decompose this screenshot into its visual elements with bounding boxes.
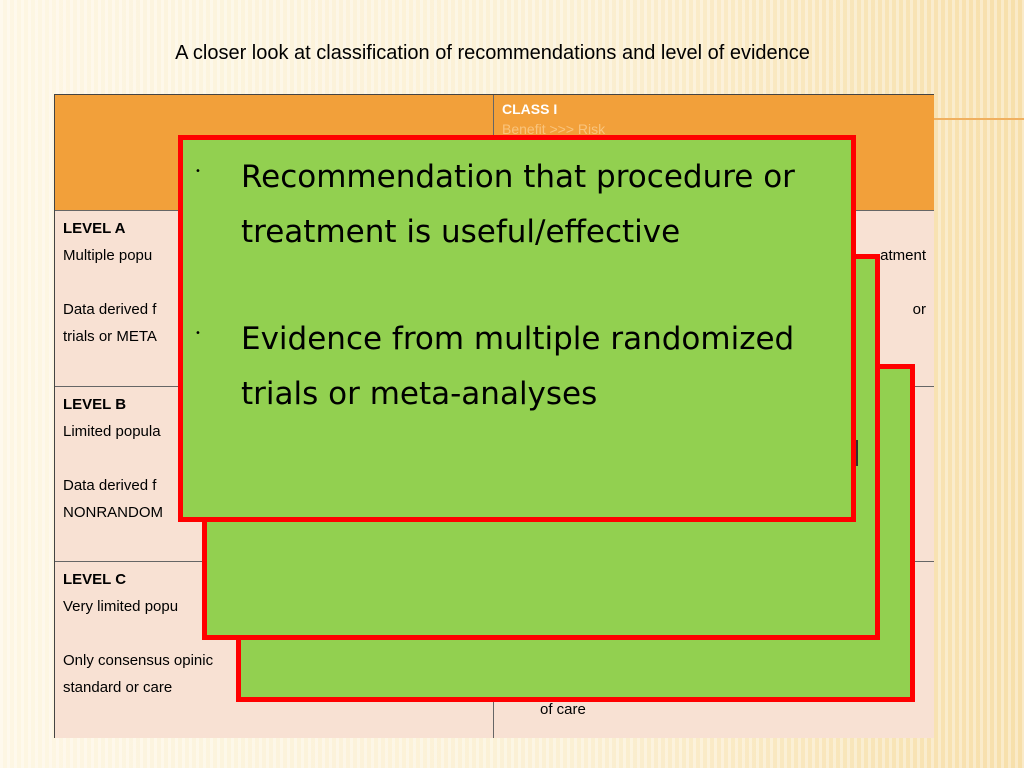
level-a-line-2: Data derived f xyxy=(63,301,157,318)
overlay-bullet-1-text: Recommendation that procedure or treatme… xyxy=(241,159,795,250)
level-b-line-2: Data derived f xyxy=(63,477,157,494)
level-c-label: LEVEL C xyxy=(63,571,127,588)
class-sub-label: Benefit >>> Risk xyxy=(502,121,606,137)
overlay-box-front: • Recommendation that procedure or treat… xyxy=(178,135,856,522)
decorative-accent-line xyxy=(934,118,1024,120)
bullet-dot-icon: • xyxy=(195,328,201,339)
level-a-line-3: trials or META xyxy=(63,328,157,345)
level-a-line-1: Multiple popu xyxy=(63,247,153,264)
slide-title: A closer look at classification of recom… xyxy=(175,42,810,64)
level-c-right-text: of care xyxy=(540,701,586,718)
class-label: CLASS I xyxy=(502,101,558,117)
level-c-line-3: standard or care xyxy=(63,679,173,696)
level-b-line-1: Limited popula xyxy=(63,423,161,440)
level-b-line-3: NONRANDOM xyxy=(63,504,163,521)
overlay-bullet-2-text: Evidence from multiple randomized trials… xyxy=(241,321,795,412)
bullet-dot-icon: • xyxy=(195,166,201,177)
level-a-right-text-1: atment xyxy=(880,247,926,264)
level-a-right-text-2: or xyxy=(912,301,926,318)
level-c-line-1: Very limited popu xyxy=(63,598,179,615)
level-c-line-2: Only consensus opinic xyxy=(63,652,214,669)
overlay-fragment-line xyxy=(856,440,858,466)
level-a-label: LEVEL A xyxy=(63,220,126,237)
level-b-label: LEVEL B xyxy=(63,396,127,413)
